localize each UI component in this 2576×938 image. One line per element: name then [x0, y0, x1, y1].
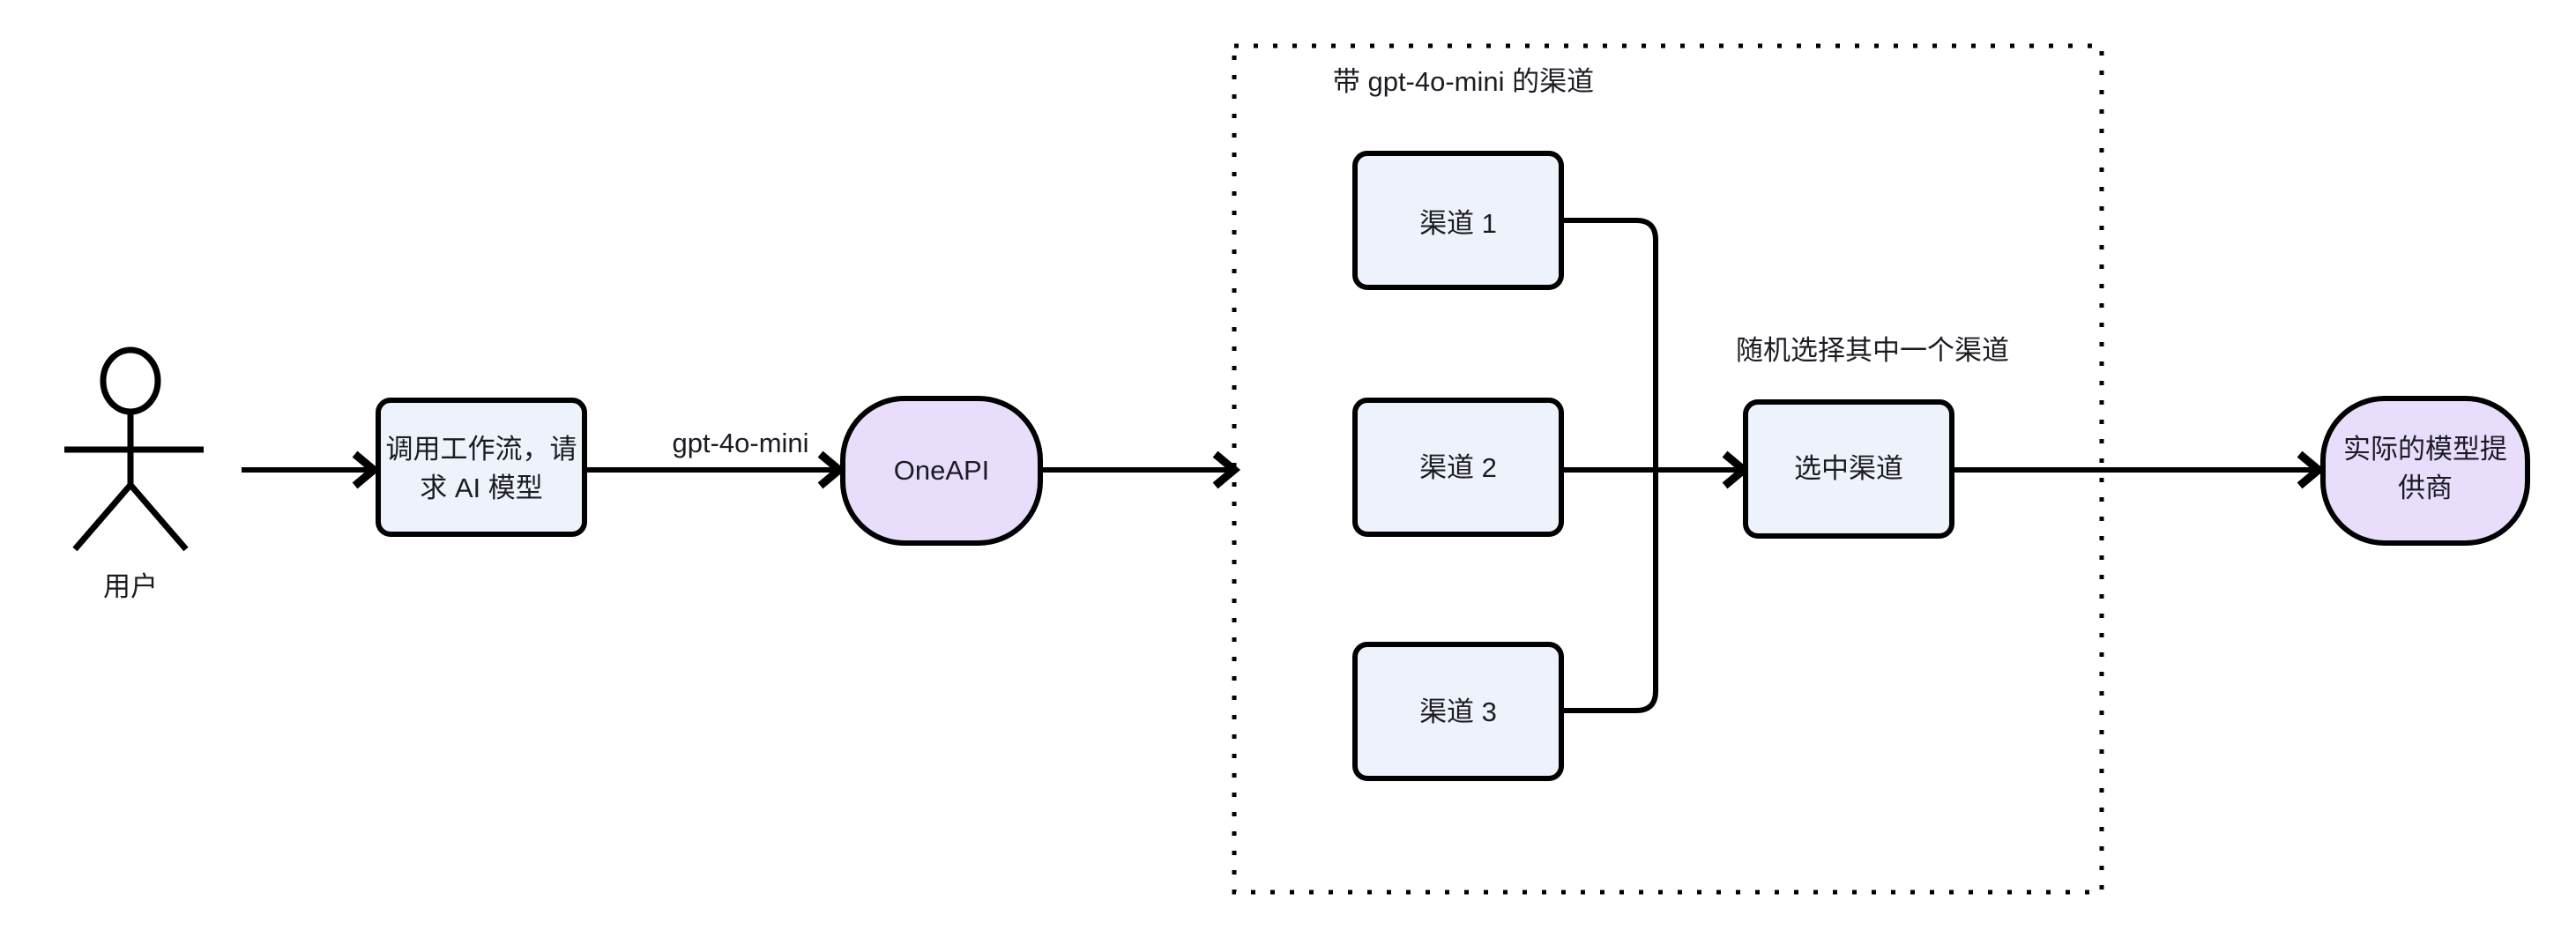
- edge-workflow-to-oneapi: gpt-4o-mini: [586, 428, 846, 489]
- node-provider[interactable]: 实际的模型提 供商: [2320, 396, 2530, 546]
- node-selected-channel-label: 选中渠道: [1794, 453, 1903, 484]
- actor-head-icon: [100, 346, 161, 415]
- edge-actor-to-workflow: [242, 450, 381, 489]
- edge-selected-to-provider-arrowhead-icon: [2297, 450, 2326, 489]
- edge-actor-to-workflow-arrowhead-icon: [352, 450, 381, 489]
- edge-oneapi-to-group-arrowhead-icon: [1212, 450, 1241, 489]
- edge-channel1-to-selected: [1561, 218, 1658, 470]
- edge-selected-to-provider: [1952, 450, 2326, 489]
- node-channel2[interactable]: 渠道 2: [1352, 398, 1564, 537]
- node-workflow[interactable]: 调用工作流，请 求 AI 模型: [376, 398, 587, 537]
- actor-label: 用户: [103, 571, 158, 602]
- edge-workflow-to-oneapi-arrowhead-icon: [817, 450, 846, 489]
- edge-channel3-to-selected-line: [1561, 470, 1658, 713]
- edge-label-gpt-4o-mini: gpt-4o-mini: [672, 428, 808, 458]
- edge-oneapi-to-group: [1040, 450, 1241, 489]
- edge-channel1-to-selected-line: [1561, 218, 1658, 470]
- node-channel3[interactable]: 渠道 3: [1352, 642, 1564, 781]
- channel-group-label: 带 gpt-4o-mini 的渠道: [1333, 66, 1594, 97]
- actor-right-leg-icon: [128, 482, 189, 552]
- node-channel1[interactable]: 渠道 1: [1352, 151, 1564, 290]
- node-workflow-label-line2: 求 AI 模型: [420, 473, 543, 503]
- node-oneapi[interactable]: OneAPI: [840, 396, 1043, 546]
- node-provider-label-line1: 实际的模型提: [2343, 434, 2507, 465]
- channel-group-container[interactable]: 带 gpt-4o-mini 的渠道: [1232, 43, 2104, 895]
- node-selected-channel[interactable]: 选中渠道: [1743, 399, 1954, 539]
- node-channel3-label: 渠道 3: [1419, 696, 1497, 727]
- edge-channel2-to-selected: [1561, 450, 1751, 489]
- user-actor[interactable]: 用户: [64, 346, 204, 602]
- edge-channel3-to-selected: [1561, 470, 1658, 713]
- node-provider-label-line2: 供商: [2398, 473, 2453, 503]
- node-workflow-shape: [376, 398, 587, 537]
- node-channel1-label: 渠道 1: [1419, 208, 1497, 239]
- node-oneapi-label: OneAPI: [894, 455, 990, 486]
- node-channel2-label: 渠道 2: [1419, 452, 1497, 483]
- actor-left-leg-icon: [72, 482, 133, 552]
- node-provider-shape: [2320, 396, 2530, 546]
- node-workflow-label-line1: 调用工作流，请: [386, 434, 577, 465]
- annotation-random-pick: 随机选择其中一个渠道: [1736, 335, 2009, 366]
